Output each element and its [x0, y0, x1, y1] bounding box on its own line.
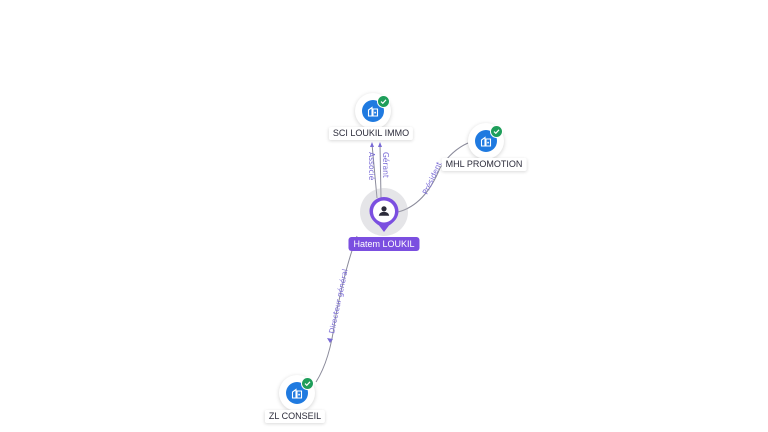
- person-icon: [378, 206, 390, 216]
- arrow-zl-directeur: [327, 338, 333, 343]
- node-label-zl[interactable]: ZL CONSEIL: [264, 410, 326, 423]
- edge-mhl-president: [397, 142, 469, 213]
- edge-label-gerant: Gérant: [381, 152, 390, 178]
- building-glyph: [480, 136, 492, 147]
- verified-check-icon: [377, 95, 390, 108]
- edge-sci-associe: [371, 143, 378, 199]
- verified-check-icon: [301, 377, 314, 390]
- verified-check-icon: [490, 125, 503, 138]
- building-glyph: [367, 106, 379, 117]
- edge-label-president: Président: [421, 160, 444, 196]
- edge-zl-directeur: [315, 235, 358, 383]
- arrow-sci-gerant: [378, 142, 382, 147]
- edge-label-associe: Associé: [367, 152, 376, 181]
- edge-sci-gerant: [379, 143, 382, 199]
- arrow-sci-associe: [370, 142, 374, 147]
- node-label-mhl[interactable]: MHL PROMOTION: [441, 158, 527, 171]
- edge-label-directeur: Directeur général: [327, 268, 349, 334]
- building-glyph: [291, 388, 303, 399]
- node-label-hatem[interactable]: Hatem LOUKIL: [348, 237, 420, 251]
- node-label-sci[interactable]: SCI LOUKIL IMMO: [328, 127, 414, 140]
- person-pin: [369, 197, 399, 232]
